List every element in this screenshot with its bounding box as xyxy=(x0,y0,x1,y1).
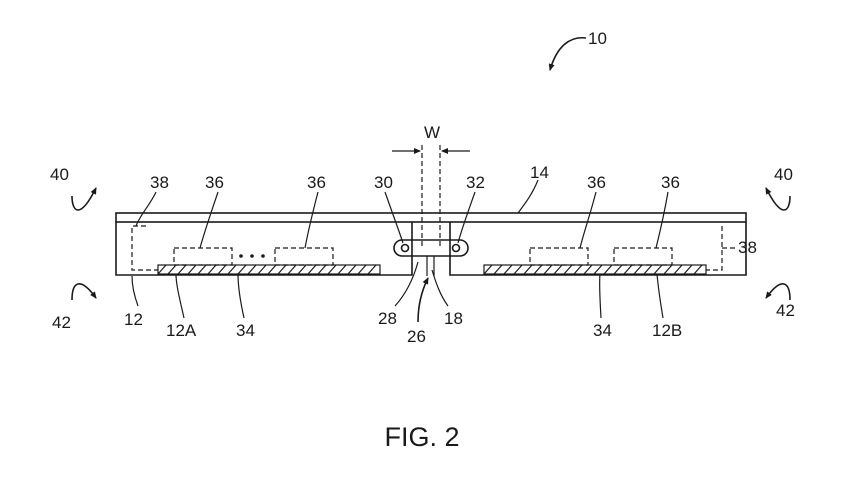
label-12a: 12A xyxy=(166,321,197,340)
leader-12b xyxy=(656,273,664,319)
figure-caption: FIG. 2 xyxy=(384,422,459,452)
leader-36-left-a xyxy=(199,191,219,249)
leader-34-left xyxy=(237,273,245,319)
ellipsis-dot xyxy=(261,254,265,258)
housing-right-outline xyxy=(449,222,747,276)
display-rect xyxy=(115,212,747,223)
label-36-right-b: 36 xyxy=(661,173,680,192)
label-12: 12 xyxy=(124,310,143,329)
label-38-left: 38 xyxy=(150,173,169,192)
leader-12a xyxy=(175,273,185,319)
leader-12 xyxy=(131,275,139,307)
label-12b: 12B xyxy=(652,321,682,340)
label-32: 32 xyxy=(466,173,485,192)
label-34-left: 34 xyxy=(236,321,255,340)
leader-30 xyxy=(384,191,404,244)
device-reference: 10 xyxy=(548,29,607,71)
label-30: 30 xyxy=(374,173,393,192)
battery-right-rect xyxy=(483,264,707,275)
display-panel xyxy=(115,212,747,223)
ellipsis-dot xyxy=(250,254,254,258)
width-label: W xyxy=(424,123,440,142)
rotation-arrow-40-left xyxy=(71,187,97,211)
rotation-arrows xyxy=(71,187,791,301)
battery-left-hatching xyxy=(157,264,377,275)
ellipsis-dot xyxy=(239,254,243,258)
device-label: 10 xyxy=(588,29,607,48)
leader-26-arrow xyxy=(417,277,429,323)
housing-right xyxy=(449,222,747,276)
housing-right-inner-dashed xyxy=(706,226,723,271)
hinge-assembly xyxy=(393,239,469,276)
component-left-a xyxy=(173,247,233,266)
housing-left-outline xyxy=(115,222,413,276)
leader-14 xyxy=(517,179,539,214)
housing-left-inner-dashed xyxy=(131,225,158,271)
label-34-right: 34 xyxy=(593,321,612,340)
hinge-left-pin xyxy=(400,243,410,253)
rotation-arrow-42-left xyxy=(71,283,97,301)
label-26: 26 xyxy=(407,327,426,346)
leader-36-left-b xyxy=(304,191,319,249)
hinge-right-pin xyxy=(451,243,461,253)
battery-left-rect xyxy=(157,264,381,275)
label-18: 18 xyxy=(444,309,463,328)
reference-labels: 40 42 40 42 38 36 36 30 32 14 36 36 38 1… xyxy=(50,163,795,346)
leader-36-right-b xyxy=(655,191,669,249)
leader-36-right-a xyxy=(579,191,597,249)
leader-34-right xyxy=(598,273,602,319)
component-right-a xyxy=(529,247,589,266)
leader-lines xyxy=(131,179,669,323)
label-36-left-b: 36 xyxy=(307,173,326,192)
component-right-b xyxy=(613,247,673,266)
leader-28 xyxy=(394,261,419,307)
label-28: 28 xyxy=(378,309,397,328)
width-marker: W xyxy=(392,123,470,246)
leader-38-left xyxy=(135,191,157,227)
device-leader-arrow xyxy=(548,37,587,71)
label-14: 14 xyxy=(530,163,549,182)
rotation-arrow-42-right xyxy=(765,283,791,301)
label-38-right: 38 xyxy=(738,238,757,257)
rotation-arrow-40-right xyxy=(765,187,791,211)
label-40-left: 40 xyxy=(50,165,69,184)
leader-18 xyxy=(431,269,449,307)
component-left-b xyxy=(274,247,334,266)
housing-left xyxy=(115,222,413,276)
hinge-link xyxy=(393,239,469,257)
leader-32 xyxy=(457,191,476,244)
label-36-left-a: 36 xyxy=(205,173,224,192)
battery-right-hatching xyxy=(483,264,703,275)
label-42-left: 42 xyxy=(52,313,71,332)
label-36-right-a: 36 xyxy=(587,173,606,192)
label-40-right: 40 xyxy=(774,165,793,184)
label-42-right: 42 xyxy=(776,301,795,320)
